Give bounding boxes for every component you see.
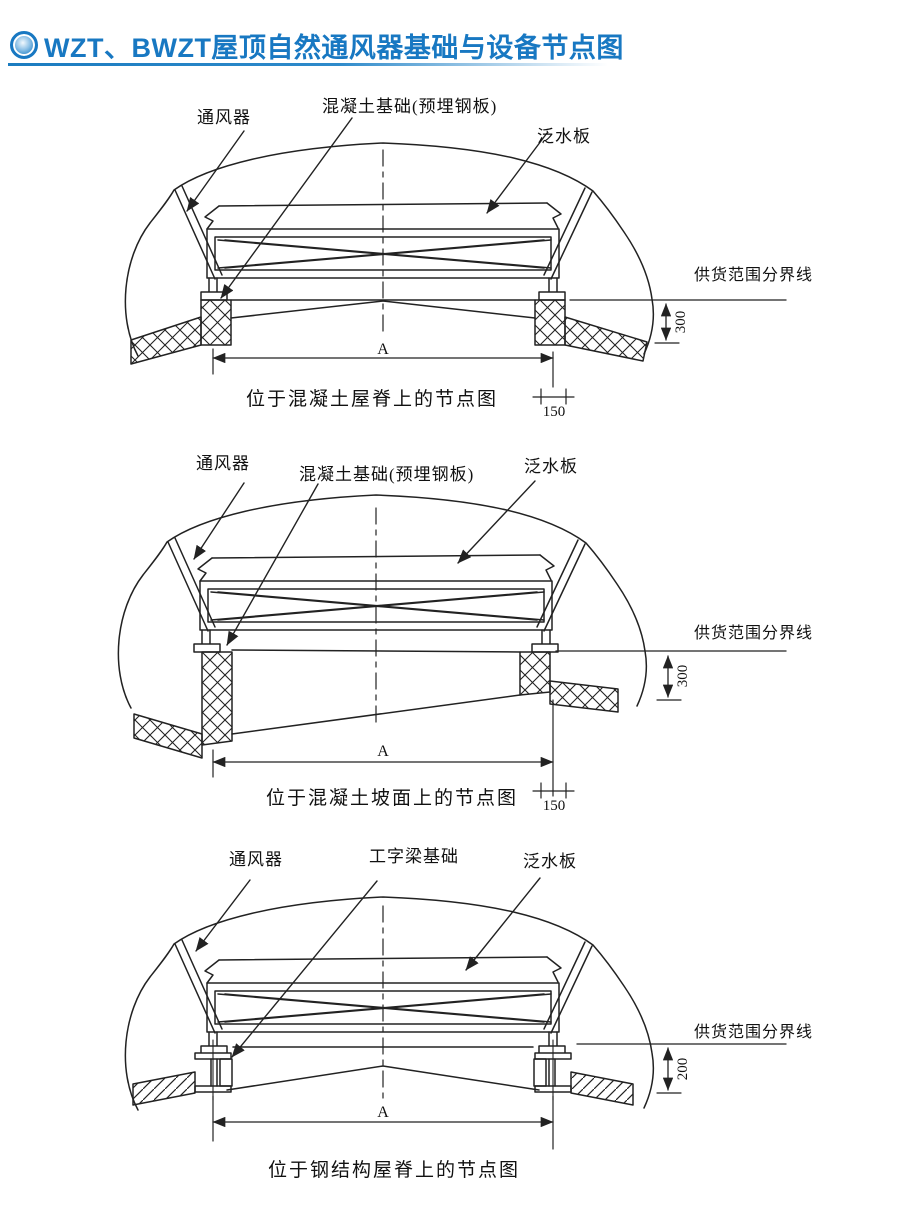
d3-flashing-label: 泛水板 (523, 852, 577, 871)
d3-foundation-label: 工字梁基础 (369, 847, 459, 866)
d2-flashing-label: 泛水板 (524, 457, 578, 476)
d3-supply-boundary-label: 供货范围分界线 (694, 1024, 814, 1041)
diagram-1-linework (124, 117, 787, 405)
diagram-2-linework (117, 480, 787, 799)
d1-flashing-label: 泛水板 (537, 127, 591, 146)
d3-foundation-height-dimension: 200 (675, 1057, 691, 1081)
d1-supply-boundary-label: 供货范围分界线 (694, 267, 814, 284)
d2-span-dimension: A (377, 743, 389, 760)
d2-ventilator-label: 通风器 (196, 454, 250, 473)
section-bullet-icon (10, 31, 38, 59)
d3-caption: 位于钢结构屋脊上的节点图 (268, 1160, 521, 1181)
d2-foundation-width-dimension: 150 (542, 798, 566, 814)
d2-foundation-label: 混凝土基础(预埋钢板) (299, 465, 475, 484)
d1-foundation-label: 混凝土基础(预埋钢板) (322, 97, 498, 116)
page-title: WZT、BWZT屋顶自然通风器基础与设备节点图 (44, 33, 624, 63)
d2-caption: 位于混凝土坡面上的节点图 (266, 788, 519, 809)
d2-foundation-height-dimension: 300 (675, 664, 691, 688)
d1-ventilator-label: 通风器 (197, 108, 251, 127)
diagram-3-linework (124, 877, 787, 1150)
d3-span-dimension: A (377, 1104, 389, 1121)
d2-supply-boundary-label: 供货范围分界线 (694, 625, 814, 642)
d1-foundation-width-dimension: 150 (542, 404, 566, 420)
d1-foundation-height-dimension: 300 (673, 310, 689, 334)
d1-span-dimension: A (377, 341, 389, 358)
title-underline (8, 63, 608, 66)
d3-ventilator-label: 通风器 (229, 850, 283, 869)
d1-caption: 位于混凝土屋脊上的节点图 (246, 389, 499, 410)
